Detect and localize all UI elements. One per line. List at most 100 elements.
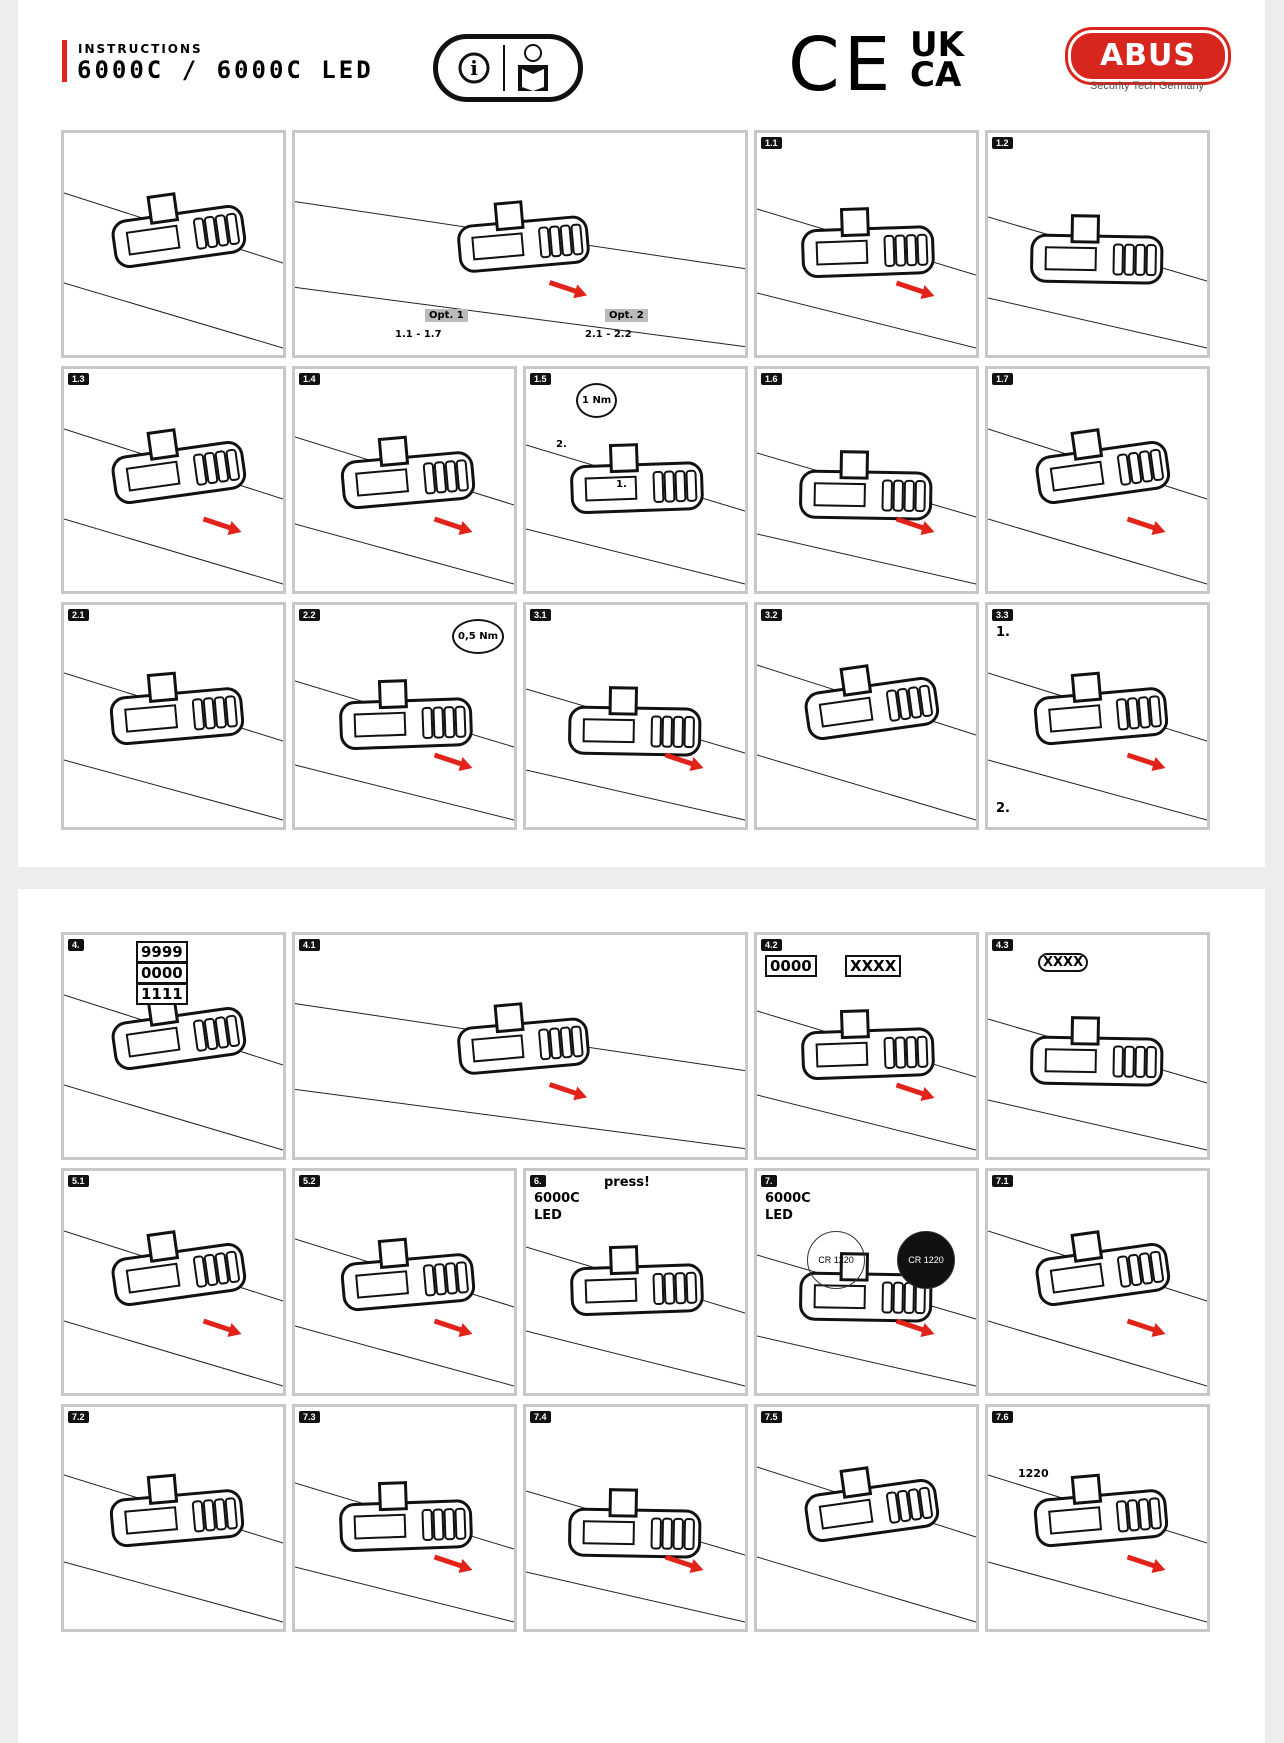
step-annotation: XXXX: [1038, 953, 1089, 972]
p1-step-panel-1-7: 1.7: [985, 366, 1210, 594]
step-number-badge: 2.2: [299, 609, 320, 621]
step-annotation: 1.1 - 1.7: [395, 329, 442, 340]
step-annotation: 1220: [1018, 1467, 1049, 1480]
p1-step-panel-3-2: 3.2: [754, 602, 979, 830]
step-illustration: [64, 192, 283, 349]
step-number-badge: 7.3: [299, 1411, 320, 1423]
step-illustration: [526, 1488, 745, 1623]
p2-step-panel-7-6: 7.6 1220: [985, 1404, 1210, 1632]
p2-step-panel-7-3: 7.3: [292, 1404, 517, 1632]
step-annotation: XXXX: [845, 955, 902, 977]
step-number-badge: 3.3: [992, 609, 1013, 621]
step-illustration: [295, 1481, 514, 1623]
step-number-badge: 3.1: [530, 609, 551, 621]
step-illustration: [295, 1002, 745, 1150]
p1-step-panel-intro-0: [61, 130, 286, 358]
step-illustration: [295, 679, 514, 821]
p1-step-panel-1-2: 1.2: [985, 130, 1210, 358]
step-illustration: [64, 1473, 283, 1623]
step-number-badge: 5.1: [68, 1175, 89, 1187]
step-number-badge: 4.: [68, 939, 84, 951]
instructions-label: INSTRUCTIONS: [78, 42, 203, 56]
step-number-badge: 6.: [530, 1175, 546, 1187]
step-illustration: [757, 664, 976, 821]
ce-mark: CE: [788, 22, 895, 108]
p2-step-panel-7-4: 7.4: [523, 1404, 748, 1632]
p1-step-panel-1-1: 1.1: [754, 130, 979, 358]
step-annotation: 1 Nm: [576, 383, 618, 418]
step-illustration: [64, 671, 283, 821]
p2-step-panel-5-2: 5.2: [292, 1168, 517, 1396]
step-number-badge: 1.3: [68, 373, 89, 385]
p1-step-panel-3-3: 3.3 1. 2.: [985, 602, 1210, 830]
p2-step-panel-4-1: 4.1: [292, 932, 748, 1160]
step-illustration: [526, 686, 745, 821]
step-annotation: Opt. 2: [605, 309, 648, 322]
step-number-badge: 7.5: [761, 1411, 782, 1423]
step-illustration: [988, 671, 1207, 821]
step-number-badge: 7.6: [992, 1411, 1013, 1423]
step-illustration: [757, 207, 976, 349]
step-illustration: [988, 1230, 1207, 1387]
step-number-badge: 1.2: [992, 137, 1013, 149]
step-annotation: 2.1 - 2.2: [585, 329, 632, 340]
p2-step-panel-7-2: 7.2: [61, 1404, 286, 1632]
ukca-mark: UK CA: [910, 25, 964, 95]
read-manual-icon: i: [433, 34, 583, 102]
p2-step-panel-7-1: 7.1: [985, 1168, 1210, 1396]
p2-step-panel-6: 6. 6000C LED press!: [523, 1168, 748, 1396]
step-annotation: LED: [765, 1208, 793, 1223]
step-illustration: [295, 200, 745, 348]
p2-step-panel-7-5: 7.5: [754, 1404, 979, 1632]
step-illustration: [988, 1473, 1207, 1623]
p1-step-panel-3-1: 3.1: [523, 602, 748, 830]
step-number-badge: 7.1: [992, 1175, 1013, 1187]
step-annotation: 1.: [996, 625, 1010, 640]
step-annotation: 9999: [136, 941, 188, 963]
p1-step-panel-2-2: 2.2 0,5 Nm: [292, 602, 517, 830]
step-annotation: CR 1220: [897, 1231, 955, 1289]
step-number-badge: 7.: [761, 1175, 777, 1187]
step-number-badge: 1.7: [992, 373, 1013, 385]
step-annotation: LED: [534, 1208, 562, 1223]
brand-tagline: Security Tech Germany: [1089, 80, 1205, 92]
step-annotation: 2.: [556, 439, 567, 450]
step-number-badge: 7.2: [68, 1411, 89, 1423]
step-illustration: [295, 435, 514, 585]
product-title: 6000C / 6000C LED: [77, 56, 374, 84]
step-annotation: 1.: [616, 479, 627, 490]
step-number-badge: 1.1: [761, 137, 782, 149]
step-annotation: 1111: [136, 983, 188, 1005]
p2-step-panel-5-1: 5.1: [61, 1168, 286, 1396]
step-annotation: press!: [604, 1175, 650, 1190]
p1-step-panel-1-4: 1.4: [292, 366, 517, 594]
step-illustration: [757, 450, 976, 585]
step-annotation: 6000C: [534, 1191, 580, 1206]
step-illustration: [757, 1466, 976, 1623]
step-annotation: 0,5 Nm: [452, 619, 504, 654]
step-number-badge: 7.4: [530, 1411, 551, 1423]
step-illustration: [64, 1230, 283, 1387]
step-illustration: [988, 1016, 1207, 1151]
step-number-badge: 1.4: [299, 373, 320, 385]
step-number-badge: 4.3: [992, 939, 1013, 951]
p1-step-panel-2-1: 2.1: [61, 602, 286, 830]
instruction-page-1: INSTRUCTIONS 6000C / 6000C LED i CE UK C…: [18, 0, 1265, 867]
step-illustration: [526, 1245, 745, 1387]
svg-text:i: i: [470, 56, 478, 80]
step-number-badge: 1.6: [761, 373, 782, 385]
step-illustration: [64, 428, 283, 585]
step-number-badge: 4.1: [299, 939, 320, 951]
step-number-badge: 3.2: [761, 609, 782, 621]
step-number-badge: 5.2: [299, 1175, 320, 1187]
step-annotation: 6000C: [765, 1191, 811, 1206]
step-annotation: 2.: [996, 801, 1010, 816]
